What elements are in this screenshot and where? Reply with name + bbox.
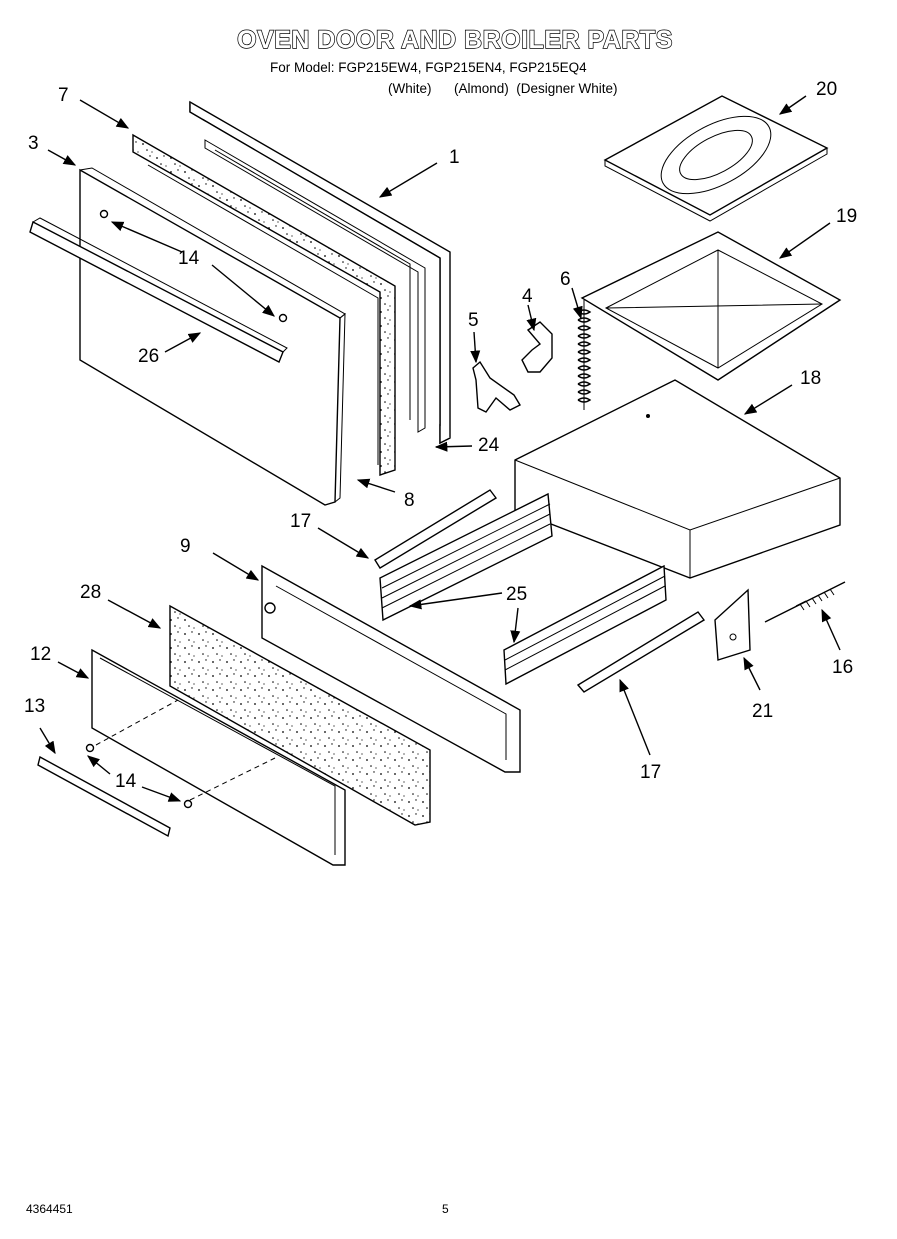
- part-19-broiler-pan: [580, 231, 842, 381]
- part-26-door-handle: [29, 209, 288, 363]
- callout-20: 20: [816, 79, 837, 100]
- callout-18: 18: [800, 368, 821, 389]
- alignment-line: [189, 757, 276, 801]
- callout-14-upper: 14: [178, 248, 200, 269]
- callout-17-upper: 17: [290, 511, 311, 532]
- model-colors: (White) (Almond) (Designer White): [388, 81, 618, 96]
- callout-26: 26: [138, 346, 159, 367]
- page-title: OVEN DOOR AND BROILER PARTS: [236, 25, 673, 54]
- callout-9: 9: [180, 536, 191, 557]
- part-12-drawer-outer-panel: [91, 648, 346, 866]
- callout-17-lower: 17: [640, 762, 661, 783]
- callout-6: 6: [560, 269, 571, 290]
- callout-19: 19: [836, 206, 857, 227]
- callout-3: 3: [28, 133, 39, 154]
- callout-24: 24: [478, 435, 500, 456]
- callout-21: 21: [752, 701, 773, 722]
- page-number: 5: [442, 1202, 449, 1216]
- part-28-drawer-insulation: [169, 604, 431, 826]
- part-16-screw: [764, 581, 846, 623]
- part-18-broiler-drawer: [514, 379, 841, 579]
- callout-16: 16: [832, 657, 853, 678]
- callout-13: 13: [24, 696, 45, 717]
- part-13-drawer-handle: [37, 743, 193, 838]
- part-5-hinge-bracket: [472, 360, 521, 413]
- callout-5: 5: [468, 310, 479, 331]
- model-numbers: For Model: FGP215EW4, FGP215EN4, FGP215E…: [270, 60, 587, 75]
- part-21-bracket: [714, 588, 751, 661]
- callout-4: 4: [522, 286, 533, 307]
- part-9-drawer-front-frame: [261, 564, 521, 773]
- callout-28: 28: [80, 582, 101, 603]
- callout-7: 7: [58, 85, 69, 106]
- part-4-hinge-clip: [521, 321, 553, 373]
- part-17-rail-cover: [374, 489, 706, 693]
- part-1-inner-door-frame: [189, 100, 451, 445]
- callout-12: 12: [30, 644, 51, 665]
- callout-8: 8: [404, 490, 415, 511]
- part-3-outer-door-panel: [79, 167, 346, 506]
- callout-25-left: 25: [506, 584, 527, 605]
- part-6-spring: [577, 300, 592, 410]
- callout-1: 1: [449, 147, 460, 168]
- callout-14-lower: 14: [115, 771, 137, 792]
- part-25-slide-rails: [379, 492, 667, 686]
- part-20-broiler-grid: [603, 95, 829, 222]
- part-7-door-insulation: [132, 133, 396, 476]
- leader-lines: [39, 95, 841, 802]
- document-number: 4364451: [26, 1202, 73, 1216]
- alignment-line: [95, 699, 179, 746]
